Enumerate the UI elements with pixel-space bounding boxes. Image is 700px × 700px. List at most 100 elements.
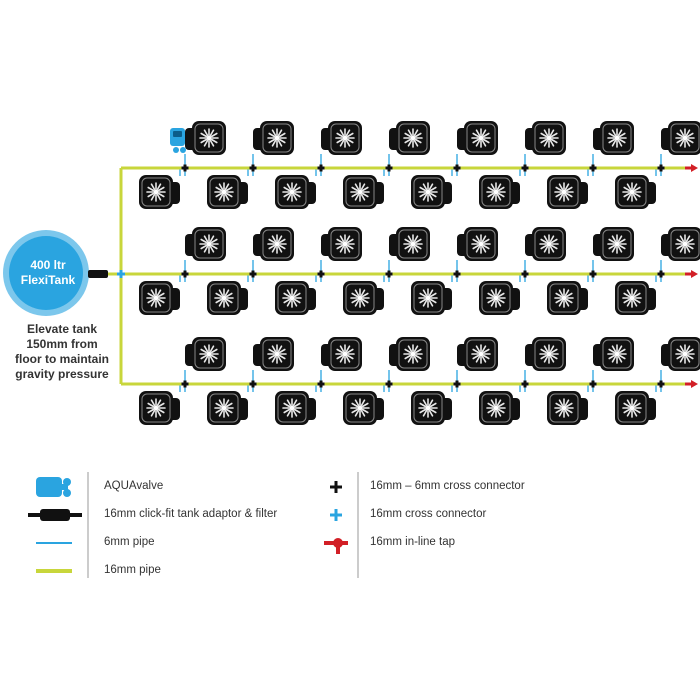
aquavalve-icon [170,128,186,153]
legend-label-aquavalve: AQUAvalve [104,480,164,492]
pot-bottom [479,281,520,315]
pot-bottom [275,281,316,315]
cross-connector-16-6-icon [521,380,529,388]
pot-top [253,337,294,371]
cross-connector-16-6-icon [589,380,597,388]
legend-icons-group [28,472,359,578]
pot-bottom [139,281,180,315]
pot-bottom [207,175,248,209]
cross-connector-16-6-icon [249,380,257,388]
tank-elevation-note: Elevate tank 150mm from floor to maintai… [0,322,124,382]
legend-label-16mm-pipe: 16mm pipe [104,564,161,576]
cross-connector-16-icon [117,270,125,278]
cross-connector-16-6-icon [521,270,529,278]
tank-note-line-4: gravity pressure [15,367,109,381]
flexitank [3,230,108,316]
legend-label-tank-adaptor: 16mm click-fit tank adaptor & filter [104,508,278,520]
cross-connector-16-6-icon [249,270,257,278]
pot-bottom [547,391,588,425]
cross-connector-16-6-icon [657,380,665,388]
inline-tap-icon [685,164,698,172]
pot-bottom [207,391,248,425]
cross-connector-16-6-icon [385,380,393,388]
pot-top [253,227,294,261]
pot-top [389,121,430,155]
cross-connector-16-6-icon [385,164,393,172]
pot-bottom [343,391,384,425]
pot-top [525,227,566,261]
tank-note-line-3: floor to maintain [15,352,109,366]
pot-top [185,337,226,371]
pot-top [593,337,634,371]
pot-bottom [343,175,384,209]
pot-bottom [275,391,316,425]
pot-top [185,121,226,155]
legend-label-cross-connector-16: 16mm cross connector [370,508,487,520]
pot-top [321,227,362,261]
tank-capacity: 400 ltr [30,258,66,272]
pot-top [457,121,498,155]
legend-label-6mm-pipe: 6mm pipe [104,536,155,548]
pot-bottom [343,281,384,315]
pot-bottom [411,175,452,209]
legend-label-cross-connector-16-6: 16mm – 6mm cross connector [370,480,525,492]
cross-connector-16-6-icon [385,270,393,278]
tank-label: 400 ltr FlexiTank [10,258,86,288]
pot-bottom [139,175,180,209]
cross-connector-16-6-icon [657,164,665,172]
pot-bottom [207,281,248,315]
pot-bottom [275,175,316,209]
pot-top [389,337,430,371]
tank-name: FlexiTank [20,273,76,287]
pot-bottom [479,175,520,209]
cross-connector-16-icon [330,509,342,521]
cross-connector-16-6-icon [181,164,189,172]
tank-adaptor-icon [88,270,108,278]
cross-connector-16-6-icon [589,164,597,172]
cross-connector-16-6-icon [453,270,461,278]
legend-label-inline-tap: 16mm in-line tap [370,536,456,548]
pot-top [525,337,566,371]
pot-top [593,121,634,155]
pot-bottom [615,175,656,209]
cross-connector-16-6-icon [589,270,597,278]
pot-bottom [411,281,452,315]
pot-bottom [547,175,588,209]
cross-connector-16-6-icon [317,380,325,388]
pot-bottom [615,391,656,425]
pot-bottom [479,391,520,425]
pot-top [593,227,634,261]
inline-tap-icon [324,538,348,554]
pot-bottom [547,281,588,315]
pot-top [321,337,362,371]
tank-body [9,236,83,310]
pot-top [661,227,700,261]
pot-top [457,227,498,261]
cross-connector-16-6-icon [330,481,342,493]
pots-group [139,121,700,425]
cross-connector-16-6-icon [453,380,461,388]
pot-top [389,227,430,261]
pot-top [457,337,498,371]
cross-connector-16-6-icon [181,380,189,388]
cross-connector-16-6-icon [317,164,325,172]
connectors-group [117,128,698,388]
pot-bottom [139,391,180,425]
pot-top [661,337,700,371]
cross-connector-16-6-icon [657,270,665,278]
pot-top [661,121,700,155]
pot-top [525,121,566,155]
pot-bottom [615,281,656,315]
tank-note-line-2: 150mm from [26,337,98,351]
pot-top [185,227,226,261]
pot-bottom [411,391,452,425]
cross-connector-16-6-icon [521,164,529,172]
pot-top [253,121,294,155]
tank-note-line-1: Elevate tank [26,322,98,336]
cross-connector-16-6-icon [181,270,189,278]
inline-tap-icon [685,380,698,388]
cross-connector-16-6-icon [453,164,461,172]
cross-connector-16-6-icon [249,164,257,172]
pot-top [321,121,362,155]
